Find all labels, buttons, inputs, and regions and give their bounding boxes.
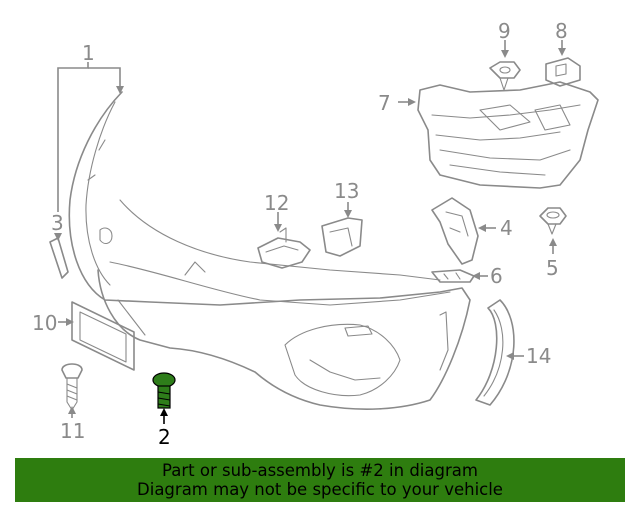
part-7-grille-carrier bbox=[398, 81, 599, 189]
callout-1: 1 bbox=[82, 41, 95, 65]
banner-line-1: Part or sub-assembly is #2 in diagram bbox=[162, 461, 478, 480]
callout-3: 3 bbox=[51, 211, 64, 235]
callout-10: 10 bbox=[32, 311, 57, 335]
callout-5: 5 bbox=[546, 256, 559, 280]
callout-7: 7 bbox=[378, 91, 391, 115]
part-3-trim bbox=[49, 233, 69, 279]
part-1-bumper-cover bbox=[57, 62, 471, 410]
callout-6: 6 bbox=[490, 264, 503, 288]
part-2-screw-highlighted bbox=[152, 372, 176, 424]
part-4-side-bracket bbox=[431, 197, 496, 265]
callout-11: 11 bbox=[60, 419, 85, 443]
part-5-push-nut bbox=[539, 207, 567, 254]
part-11-screw bbox=[61, 363, 83, 418]
part-14-reflector bbox=[475, 299, 524, 406]
callout-14: 14 bbox=[526, 344, 551, 368]
parts-diagram: 1 3 10 11 2 12 13 7 9 8 4 5 6 14 bbox=[32, 19, 599, 449]
callout-13: 13 bbox=[334, 179, 359, 203]
callout-2: 2 bbox=[158, 425, 171, 449]
callout-9: 9 bbox=[498, 19, 511, 43]
callout-4: 4 bbox=[500, 216, 513, 240]
part-9-nut bbox=[489, 40, 521, 91]
info-banner: Part or sub-assembly is #2 in diagram Di… bbox=[15, 458, 625, 502]
part-10-plate-bracket bbox=[58, 301, 135, 371]
part-8-clip bbox=[545, 40, 581, 87]
part-13-bracket bbox=[321, 202, 363, 257]
callout-12: 12 bbox=[264, 191, 289, 215]
part-6-bracket bbox=[431, 269, 488, 283]
part-12-bracket bbox=[257, 212, 311, 269]
callout-8: 8 bbox=[555, 19, 568, 43]
banner-line-2: Diagram may not be specific to your vehi… bbox=[137, 480, 503, 499]
